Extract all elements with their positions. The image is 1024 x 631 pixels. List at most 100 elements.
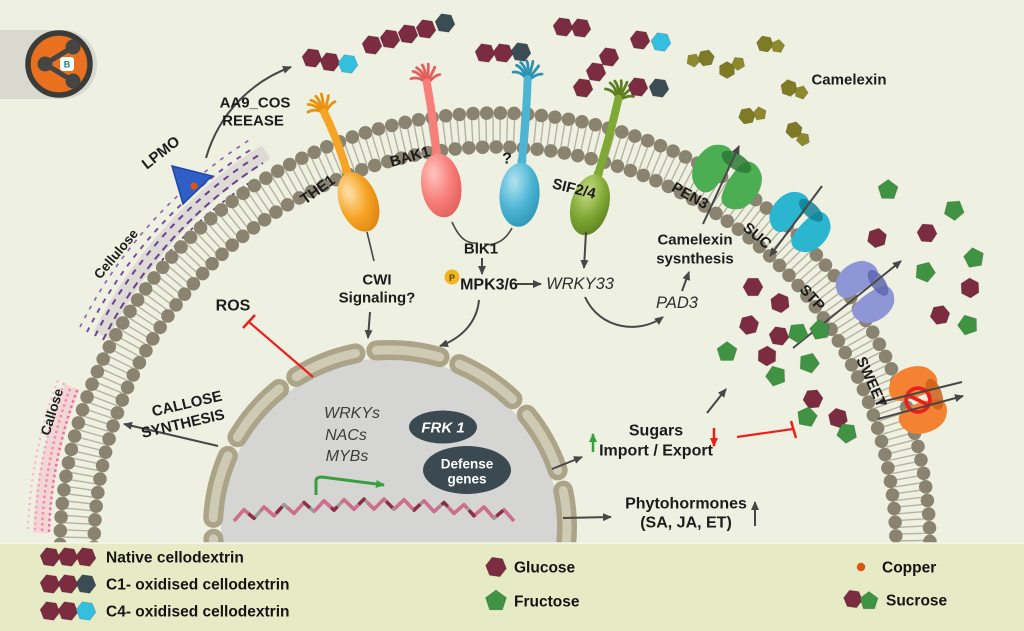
cellodextrin-hexagon-icon: [379, 29, 401, 49]
camelexin-molecule-icon: [752, 106, 767, 121]
camelexin-molecule-icon: [756, 35, 774, 53]
glucose-icon: [768, 326, 790, 346]
label-camelexin: Camelexin: [811, 72, 886, 89]
fructose-icon: [809, 319, 830, 340]
connectors: [123, 65, 964, 526]
logo-letter: B: [64, 60, 71, 70]
c1-oxidised-cellodextrin-icon: [57, 574, 79, 594]
molecules-layer: [301, 13, 984, 444]
transporter-stp: [828, 253, 902, 331]
glucose-icon: [867, 227, 887, 249]
dna-strand-icon: [232, 497, 516, 523]
label-bik1: BIK1: [464, 241, 498, 258]
label-defense-1: Defense: [441, 457, 494, 472]
the1-cwi-line: [366, 231, 375, 262]
fructose-icon: [943, 200, 965, 221]
label-phytohormones-2: (SA, JA, ET): [640, 515, 732, 532]
legend-label-c4: C4- oxidised cellodextrin: [106, 604, 289, 621]
native-cellodextrin-icon: [57, 547, 79, 567]
c4-oxidised-cellodextrin-icon: [75, 601, 97, 621]
native-cellodextrin-icon: [39, 547, 61, 567]
cellodextrin-hexagon-icon: [629, 30, 651, 50]
transporter-pen3: [683, 136, 771, 218]
label-mybs: MYBs: [326, 448, 369, 465]
dna-strand: [232, 497, 516, 523]
nucleus-sugars-arrow: [551, 456, 583, 470]
logo-inner-square: [60, 57, 74, 71]
label-mpk36: MPK3/6: [460, 277, 518, 294]
camelexin-molecule-icon: [719, 61, 735, 79]
sweet-inhibition-bar: [789, 420, 798, 439]
camelexin-molecule-icon: [738, 107, 756, 125]
fructose-icon: [799, 352, 820, 374]
camelexin-molecule-icon: [697, 49, 715, 67]
sweet-in-arrow: [876, 381, 963, 405]
fructose-icon: [485, 589, 507, 611]
glucose-icon: [960, 277, 980, 299]
legend-label-sucrose: Sucrose: [886, 593, 948, 610]
legend-label-glucose: Glucose: [514, 560, 576, 577]
legend-icons: [39, 547, 879, 621]
c1-oxidised-cellodextrin-icon: [75, 574, 97, 594]
cellodextrin-hexagon-icon: [598, 47, 620, 67]
fructose-icon: [836, 423, 858, 444]
glucose-icon: [916, 223, 938, 243]
bak1-bik1-line: [451, 221, 479, 244]
defense-genes-oval: [423, 446, 511, 494]
receptor-sif24: [569, 75, 639, 236]
fructose-icon: [957, 314, 978, 336]
ros-inhibition-line: [248, 321, 314, 378]
camelexin-molecule-icon: [686, 53, 701, 68]
cellodextrin-hexagon-icon: [337, 54, 359, 74]
suc-import-arrow: [769, 185, 823, 257]
fructose-icon: [797, 406, 818, 427]
label-aa9-2: REEASE: [222, 113, 284, 130]
fructose-icon: [877, 179, 899, 200]
cellodextrin-hexagon-icon: [570, 18, 592, 38]
ros-inhibition-bar: [242, 314, 256, 329]
fructose-icon: [765, 365, 786, 387]
camelexin-molecule-icon: [794, 85, 809, 100]
unknown-bik1-line: [483, 227, 513, 246]
lpmo-enzyme: [170, 164, 214, 206]
c4-oxidised-cellodextrin-icon: [57, 601, 79, 621]
cellodextrin-hexagon-icon: [434, 13, 456, 33]
transporter-suc: [761, 183, 839, 261]
label-camelexin-syn-1: Camelexin: [657, 232, 732, 249]
legend-label-copper: Copper: [882, 560, 936, 577]
receptor-unknown: [499, 58, 545, 227]
sucrose-icon: [843, 589, 863, 609]
logo-badge: B: [0, 30, 97, 99]
sugars-up-arrow: [706, 388, 727, 414]
copper-icon: [856, 562, 866, 572]
cellodextrin-hexagon-icon: [648, 78, 670, 98]
legend-label-fructose: Fructose: [514, 594, 580, 611]
camelexin-molecule-icon: [785, 121, 803, 139]
native-cellodextrin-icon: [75, 547, 97, 567]
glucose-icon: [485, 556, 507, 578]
label-wrky33: WRKY33: [546, 275, 615, 293]
legend-label-native: Native cellodextrin: [106, 550, 244, 567]
aa9-release-arrow: [205, 65, 292, 159]
stp-export-arrow: [792, 260, 902, 349]
legend-label-c1: C1- oxidised cellodextrin: [106, 577, 289, 594]
cellulose-fibrils: [79, 138, 271, 341]
cwi-nucleus-arrow: [364, 311, 373, 339]
label-sugars-2: Import / Export: [599, 443, 713, 460]
wrky-pad3-arrow: [584, 296, 664, 328]
callose-synthesis-arrow: [123, 421, 219, 447]
transcription-arrow: [314, 475, 385, 495]
glucose-icon: [757, 345, 777, 367]
camelexin-molecule-icon: [730, 56, 746, 71]
frk1-oval: [409, 410, 477, 444]
cellodextrin-hexagon-icon: [572, 78, 594, 98]
cellodextrin-hexagon-icon: [361, 35, 383, 55]
label-ros: ROS: [216, 298, 251, 315]
glucose-icon: [738, 314, 760, 336]
sweet-out-arrow: [877, 394, 964, 420]
blocked-icon: [904, 386, 932, 414]
camelexin-molecule-icon: [780, 79, 798, 97]
cellodextrin-hexagon-icon: [492, 43, 514, 63]
